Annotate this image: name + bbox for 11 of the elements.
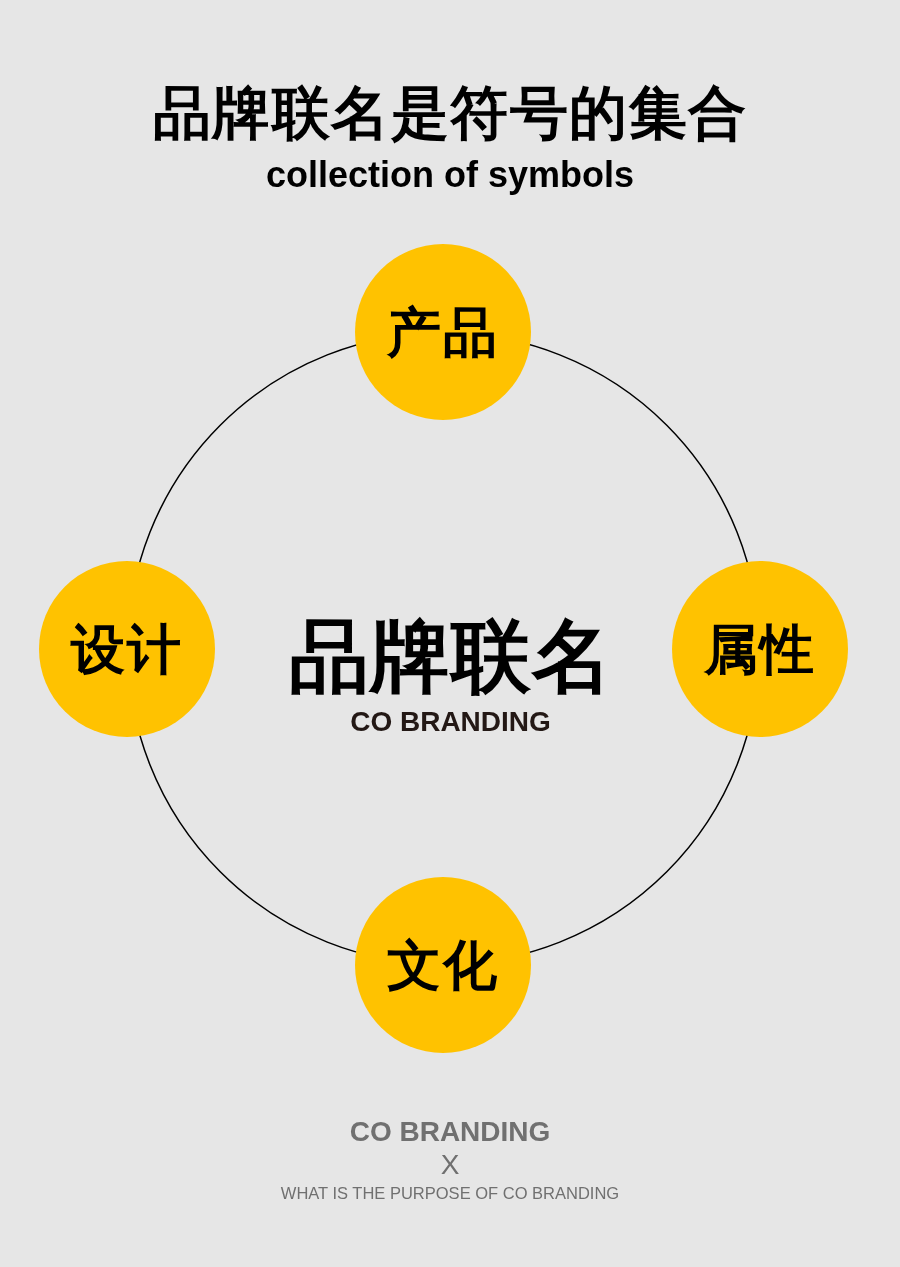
subtitle: collection of symbols xyxy=(265,157,635,193)
title: 品牌联名是符号的集合 xyxy=(152,84,748,142)
footer-separator: X xyxy=(440,1151,460,1179)
center-subtitle: CO BRANDING xyxy=(350,708,551,736)
category-label: 文化 xyxy=(387,938,499,992)
footer-text: WHAT IS THE PURPOSE OF CO BRANDING xyxy=(280,1184,620,1202)
center-title: 品牌联名 xyxy=(288,617,613,697)
footer-heading: CO BRANDING xyxy=(349,1118,551,1146)
category-label: 产品 xyxy=(387,305,499,359)
category-label: 设计 xyxy=(71,622,183,676)
category-label: 属性 xyxy=(704,622,816,676)
